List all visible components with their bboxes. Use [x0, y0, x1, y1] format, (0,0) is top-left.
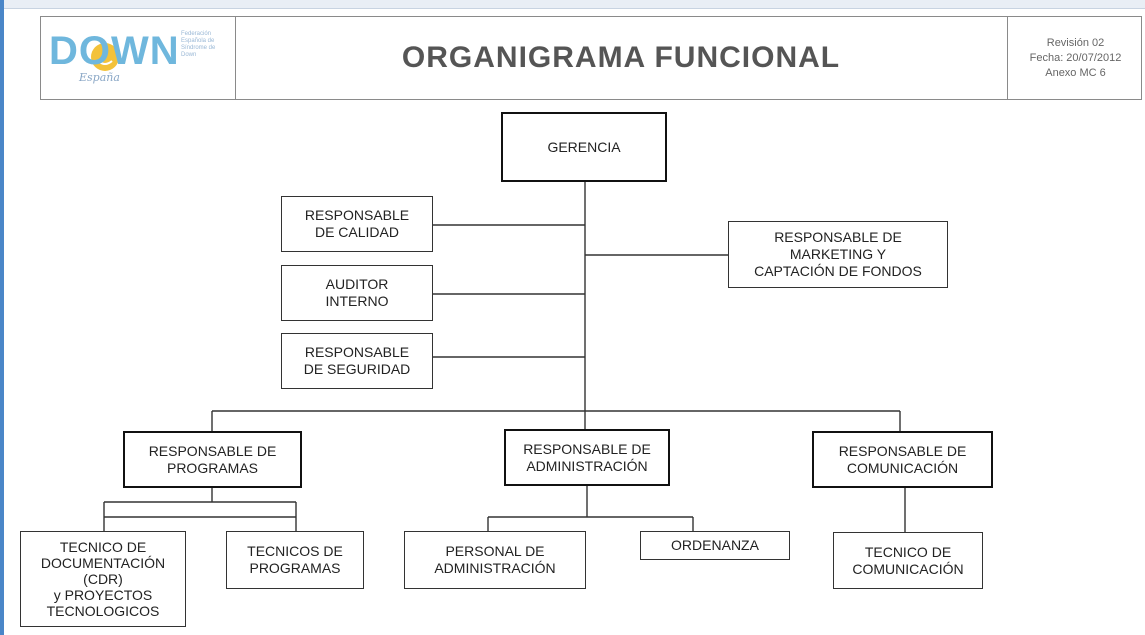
logo-federation: Federación Española de Síndrome de Down — [181, 31, 216, 58]
revision-label: Revisión 02 — [1046, 36, 1105, 49]
node-tecnico-comunicacion: TECNICO DE COMUNICACIÓN — [833, 532, 983, 589]
document-header: DOWN España Federación Española de Síndr… — [40, 16, 1142, 100]
annex-label: Anexo MC 6 — [1045, 66, 1106, 79]
node-personal-administracion: PERSONAL DE ADMINISTRACIÓN — [404, 531, 586, 589]
node-responsable-comunicacion: RESPONSABLE DE COMUNICACIÓN — [812, 431, 993, 488]
node-auditor-interno: AUDITOR INTERNO — [281, 265, 433, 321]
node-ordenanza: ORDENANZA — [640, 531, 790, 560]
page-title-cell: ORGANIGRAMA FUNCIONAL — [236, 17, 1006, 99]
document-meta: Revisión 02 Fecha: 20/07/2012 Anexo MC 6 — [1007, 17, 1143, 99]
node-gerencia: GERENCIA — [501, 112, 667, 182]
logo-smiley-icon — [91, 43, 119, 71]
window-left-edge — [0, 0, 4, 635]
node-responsable-seguridad: RESPONSABLE DE SEGURIDAD — [281, 333, 433, 389]
node-tecnicos-programas: TECNICOS DE PROGRAMAS — [226, 531, 364, 589]
window-top-edge — [0, 0, 1145, 9]
logo-country: España — [79, 71, 120, 84]
node-responsable-programas: RESPONSABLE DE PROGRAMAS — [123, 431, 302, 488]
node-tecnico-documentacion: TECNICO DE DOCUMENTACIÓN (CDR) y PROYECT… — [20, 531, 186, 627]
logo-word: DOWN — [49, 29, 180, 73]
node-responsable-calidad: RESPONSABLE DE CALIDAD — [281, 196, 433, 252]
node-responsable-marketing: RESPONSABLE DE MARKETING Y CAPTACIÓN DE … — [728, 221, 948, 288]
date-label: Fecha: 20/07/2012 — [1029, 51, 1122, 64]
logo-cell: DOWN España Federación Española de Síndr… — [41, 17, 236, 99]
node-responsable-administracion: RESPONSABLE DE ADMINISTRACIÓN — [504, 429, 670, 486]
page-title: ORGANIGRAMA FUNCIONAL — [401, 41, 841, 74]
